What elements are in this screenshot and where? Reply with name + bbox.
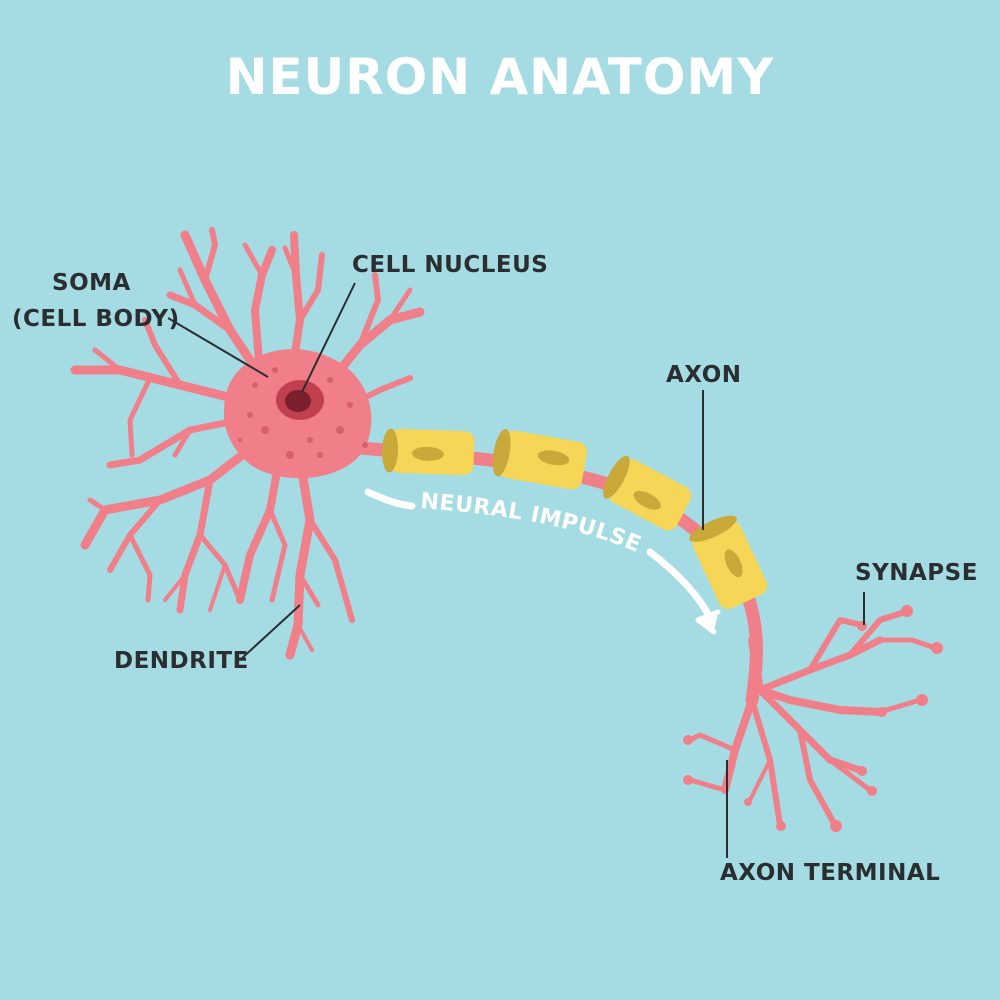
myelin-sheath (381, 428, 475, 476)
nucleolus (285, 390, 311, 412)
myelin-sheath (603, 455, 692, 531)
soma-sublabel: (CELL BODY) (12, 306, 180, 332)
cell-nucleus-label: CELL NUCLEUS (352, 252, 549, 278)
nucleus-leader-line (301, 282, 356, 393)
synapse-knobs (683, 605, 943, 832)
myelin-sheath (492, 429, 587, 490)
neural-impulse-arrow (364, 488, 721, 635)
myelin-sheath (689, 515, 768, 609)
leader-lines (167, 282, 865, 858)
soma (224, 349, 372, 479)
myelin-sheaths (381, 428, 768, 609)
axon-terminal-label: AXON TERMINAL (720, 860, 941, 886)
soma-label: SOMA (52, 270, 131, 296)
soma-spots (238, 367, 368, 459)
dendrite-leader-line (239, 604, 301, 661)
synapse-label: SYNAPSE (855, 560, 978, 586)
diagram-title: NEURON ANATOMY (225, 48, 775, 106)
axon-label: AXON (666, 362, 742, 388)
dendrite-label: DENDRITE (114, 648, 249, 674)
axon-terminal-branches (687, 609, 938, 828)
soma-leader-line (167, 317, 269, 378)
